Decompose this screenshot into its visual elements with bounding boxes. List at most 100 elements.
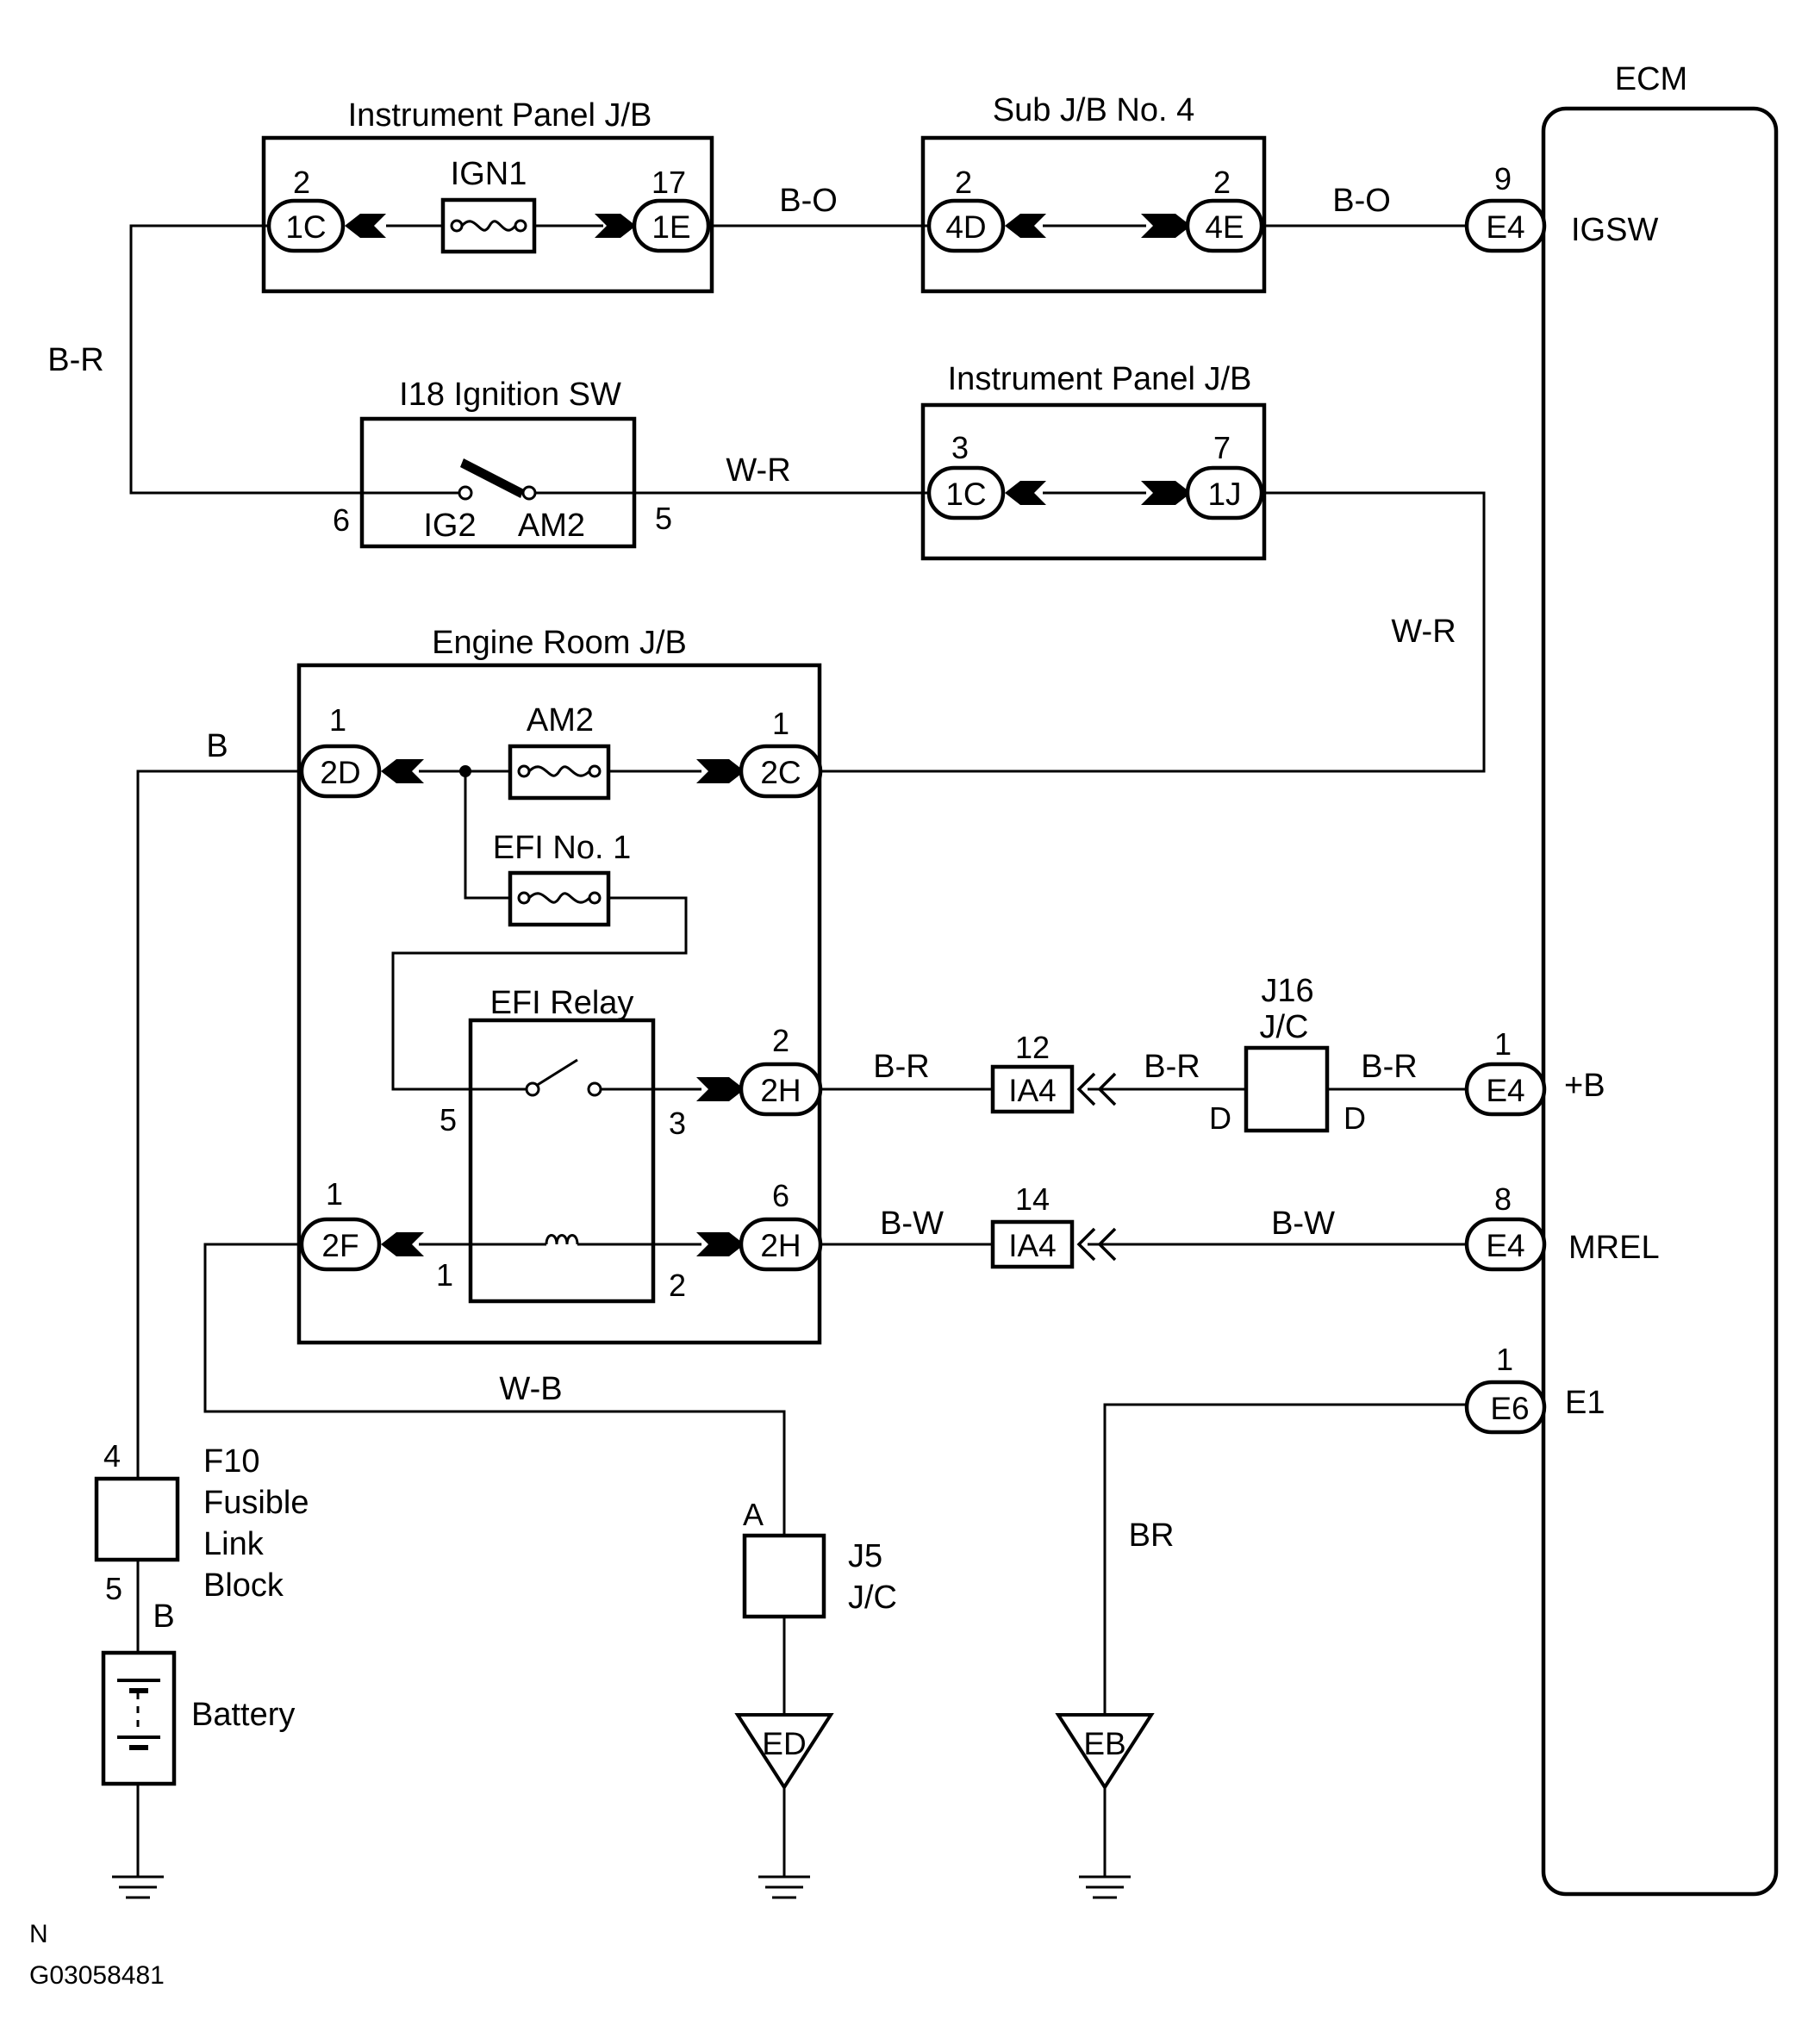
arrow-2c	[696, 759, 745, 783]
connector-1e	[632, 198, 711, 253]
connector-1e-label: 1E	[652, 209, 690, 245]
connector-e6-label: E6	[1490, 1391, 1529, 1426]
ign1-fuse-terminal-left	[450, 219, 464, 233]
connector-2f-label: 2F	[321, 1228, 358, 1263]
arrow-2h-top	[696, 1077, 745, 1101]
connector-e4-mrel-label: E4	[1486, 1228, 1524, 1263]
efi-no1-fuse-terminal-left	[517, 891, 531, 905]
wire-bo2-label: B-O	[1332, 183, 1391, 219]
battery-cells	[117, 1679, 160, 1750]
am2-fuse-label: AM2	[527, 702, 594, 738]
relay-contact-right	[587, 1081, 602, 1097]
ignition-sw-contact-am2	[521, 485, 537, 501]
pin-2d: 1	[329, 702, 346, 738]
arrow-1j	[1141, 481, 1191, 505]
ecm-plusb-label: +B	[1564, 1068, 1605, 1104]
connector-4d	[926, 198, 1006, 253]
ground-symbol-ed	[758, 1875, 810, 1899]
f10-label-a: F10	[203, 1443, 259, 1480]
pin-f10-4: 4	[103, 1438, 121, 1474]
pin-j5-a: A	[743, 1497, 764, 1532]
efi-no1-label: EFI No. 1	[493, 830, 632, 866]
connector-1j-label: 1J	[1207, 477, 1241, 512]
pin-2h-top: 2	[772, 1023, 789, 1058]
arrow-2h-bot	[696, 1232, 745, 1256]
engine-room-jb-title: Engine Room J/B	[432, 625, 687, 661]
f10-label-b: Fusible	[203, 1485, 309, 1521]
ecm-mrel-label: MREL	[1568, 1230, 1660, 1266]
wire-bw-b-label: B-W	[1271, 1206, 1335, 1242]
battery-label: Battery	[191, 1697, 295, 1733]
wire-br-gnd	[1103, 1403, 1467, 1715]
pin-1c-top: 2	[293, 165, 310, 200]
connector-2d-label: 2D	[320, 755, 360, 790]
ip-jb-mid-box	[920, 402, 1267, 561]
ign1-fuse-terminal-right	[514, 219, 527, 233]
am2-fuse-terminal-right	[588, 764, 602, 778]
f10-fusible-link	[94, 1476, 180, 1562]
pin-2h-bot: 6	[772, 1178, 789, 1213]
ecm-box	[1541, 106, 1779, 1897]
arrow-1e	[595, 214, 636, 238]
ecm-e1-label: E1	[1565, 1385, 1605, 1421]
ground-symbol-battery	[112, 1875, 164, 1899]
ignition-sw-box	[359, 416, 637, 549]
pin-ia4-a: 12	[1015, 1030, 1050, 1065]
connector-2c	[739, 744, 823, 799]
wire-bw-a-label: B-W	[880, 1206, 944, 1242]
ip-jb-mid-title: Instrument Panel J/B	[948, 361, 1252, 397]
j5-label-a: J5	[848, 1538, 882, 1574]
pin-relay-3: 3	[669, 1106, 686, 1141]
connector-ia4-a	[990, 1064, 1075, 1114]
wire-wr1-label: W-R	[726, 452, 790, 489]
ign1-fuse	[440, 197, 537, 254]
connector-e4-igsw	[1464, 198, 1547, 253]
wire-br-a-label: B-R	[873, 1049, 929, 1085]
ip-jb-top-title: Instrument Panel J/B	[348, 97, 652, 134]
battery-box	[101, 1650, 177, 1786]
j16-label-a: J16	[1261, 973, 1313, 1009]
connector-2c-label: 2C	[760, 755, 801, 790]
relay-contact-left	[525, 1081, 540, 1097]
ignition-sw-contact-ig2	[458, 485, 473, 501]
arrow-2f	[381, 1232, 424, 1256]
ign1-label: IGN1	[451, 156, 527, 192]
pin-ia4-b: 14	[1015, 1181, 1050, 1217]
ground-eb-label: EB	[1083, 1726, 1125, 1761]
efi-relay-box	[468, 1018, 656, 1304]
ground-point-eb	[1055, 1713, 1155, 1791]
wire-br-left	[129, 224, 362, 495]
j16-jc-box	[1244, 1045, 1330, 1133]
connector-e6	[1464, 1380, 1547, 1435]
connector-2d	[299, 744, 382, 799]
pin-j16-left: D	[1209, 1100, 1231, 1136]
ignition-sw-ig2-label: IG2	[423, 508, 476, 544]
corner-n-label: N	[29, 1920, 48, 1948]
arrow-4d	[1005, 214, 1046, 238]
wire-br-c-label: B-R	[1361, 1049, 1417, 1085]
efi-relay-label: EFI Relay	[490, 985, 634, 1021]
pin-2f: 1	[326, 1176, 343, 1212]
connector-ia4-b	[990, 1219, 1075, 1269]
wire-br-b-label: B-R	[1144, 1049, 1200, 1085]
pin-relay-2: 2	[669, 1268, 686, 1303]
j5-jc-box	[742, 1533, 826, 1619]
engine-room-jb-box	[296, 663, 822, 1345]
pin-e4-igsw: 9	[1494, 161, 1512, 196]
pin-e4-plusb: 1	[1494, 1026, 1512, 1062]
wire-b-top-label: B	[206, 728, 228, 764]
connector-ia4-a-label: IA4	[1008, 1073, 1057, 1108]
wire-wb	[203, 1243, 786, 1536]
j5-label-b: J/C	[848, 1580, 897, 1616]
ecm-igsw-label: IGSW	[1571, 212, 1658, 248]
connector-4e	[1185, 198, 1264, 253]
pin-sw-6: 6	[333, 502, 350, 538]
wire-bo1-label: B-O	[779, 183, 838, 219]
efi-no1-fuse-terminal-right	[588, 891, 602, 905]
wire-wr2-label: W-R	[1391, 614, 1456, 650]
relay-switch-blade	[535, 1058, 578, 1087]
pin-1e: 17	[652, 165, 686, 200]
j16-label-b: J/C	[1260, 1009, 1309, 1045]
wire-efi-no1-out	[391, 896, 688, 1091]
wire-b-top	[136, 770, 302, 1479]
